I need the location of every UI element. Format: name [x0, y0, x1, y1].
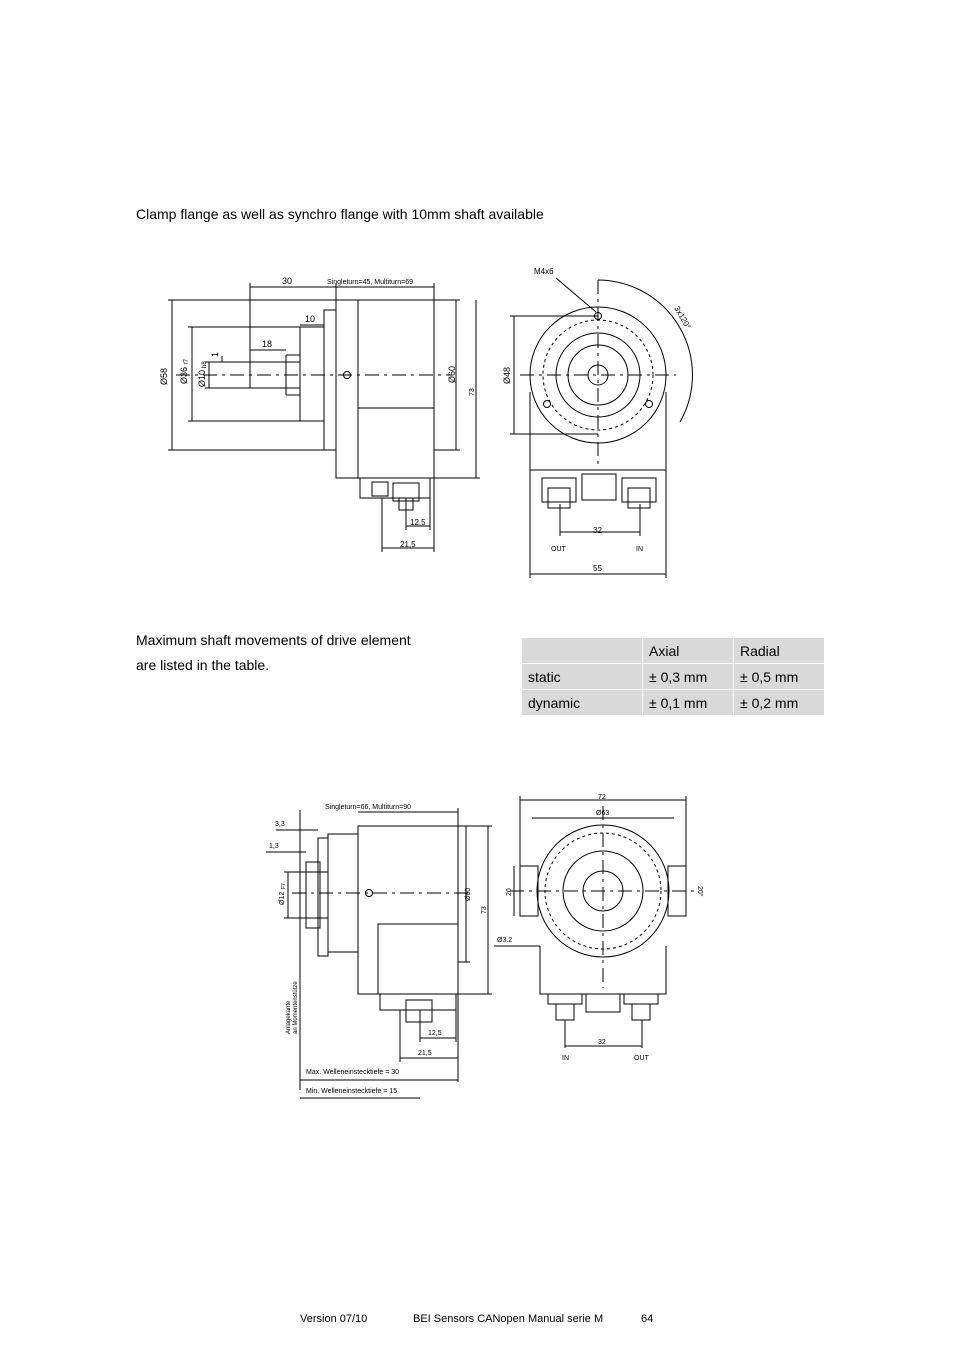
d2-dim-d12-tol: F7 [281, 883, 287, 889]
d1-dim-1: 1 [210, 352, 220, 357]
drawing2-side-view [266, 808, 492, 1099]
d2-dim-32: 32 [598, 1039, 606, 1046]
d1-dim-d36-tol: f7 [184, 358, 190, 364]
shaft-text-line-1: Maximum shaft movements of drive element [136, 632, 411, 648]
d2-label-out: OUT [634, 1055, 650, 1062]
table-row: dynamic ± 0,1 mm ± 0,2 mm [521, 689, 825, 716]
d2-dim-d60: Ø60 [465, 888, 472, 901]
table-cell: ± 0,2 mm [733, 689, 825, 716]
d1-dim-d60: Ø60 [447, 366, 457, 383]
d2-vertical-note-2: an Momentenstütze [293, 981, 299, 1034]
d1-dim-32: 32 [593, 526, 602, 535]
shaft-movement-table: Axial Radial static ± 0,3 mm ± 0,5 mm dy… [521, 637, 825, 716]
d2-dim-d3-2: Ø3.2 [497, 937, 512, 944]
d2-dim-72: 72 [598, 794, 606, 801]
d2-angle: 20° [696, 886, 704, 897]
d1-dim-12-5: 12,5 [410, 518, 426, 527]
d1-dim-73: 73 [469, 388, 476, 396]
footer-manual: BEI Sensors CANopen Manual serie M [413, 1313, 604, 1325]
d1-dim-d48: Ø48 [502, 367, 512, 384]
d2-dim-20: 20 [506, 888, 513, 896]
d1-dim-d10-tol: h8 [202, 361, 208, 368]
d2-dim-21-5: 21,5 [418, 1050, 432, 1057]
drawing2-front-view [494, 796, 696, 1048]
table-cell: ± 0,5 mm [733, 663, 825, 690]
d1-dim-18: 18 [262, 339, 272, 349]
d2-dim-1-3: 1,3 [269, 843, 279, 850]
intro-text: Clamp flange as well as synchro flange w… [136, 206, 544, 222]
d1-dim-21-5: 21,5 [400, 540, 416, 549]
d2-dim-length: Singleturn=66, Multiturn=90 [325, 804, 411, 811]
drawing1-front-view [510, 277, 693, 578]
d1-dim-length: Singleturn=45, Multiturn=69 [327, 279, 413, 286]
table-row: static ± 0,3 mm ± 0,5 mm [521, 663, 825, 690]
footer-page-number: 64 [641, 1313, 654, 1325]
table-cell: dynamic [521, 689, 643, 716]
table-cell: ± 0,1 mm [642, 689, 734, 716]
table-cell: ± 0,3 mm [642, 663, 734, 690]
d1-dim-55: 55 [593, 564, 602, 573]
d1-angle: 3x120° [672, 305, 692, 331]
d1-label-out: OUT [551, 546, 567, 553]
drawing1-side-view [168, 283, 480, 552]
d1-dim-d36: Ø36 [179, 367, 189, 384]
d1-dim-d58: Ø58 [159, 368, 169, 385]
footer-version: Version 07/10 [300, 1313, 368, 1325]
d2-max-depth: Max. Welleneinstecktiefe = 30 [306, 1069, 399, 1076]
d2-dim-12-5: 12,5 [428, 1030, 442, 1037]
d1-dim-30: 30 [282, 276, 292, 286]
table-header-row: Axial Radial [521, 637, 825, 664]
d1-label-in: IN [636, 546, 643, 553]
table-header-cell: Radial [733, 637, 825, 664]
table-header-cell: Axial [642, 637, 734, 664]
d2-dim-3-3: 3,3 [275, 821, 285, 828]
d2-dim-d12: Ø12 [279, 892, 286, 905]
d2-dim-d63: Ø63 [596, 810, 609, 817]
d1-thread: M4x6 [534, 267, 554, 276]
table-header-cell [521, 637, 643, 664]
shaft-movement-text: Maximum shaft movements of drive element… [136, 628, 411, 678]
shaft-text-line-2: are listed in the table. [136, 657, 270, 673]
d1-dim-d10: Ø10 [197, 370, 207, 387]
d2-label-in: IN [562, 1055, 569, 1062]
d2-vertical-note-1: Anlagekante [286, 1000, 292, 1034]
d1-dim-10: 10 [305, 314, 315, 324]
d2-dim-73: 73 [481, 906, 488, 914]
table-cell: static [521, 663, 643, 690]
d2-min-depth: Min. Welleneinstecktiefe = 15 [306, 1088, 397, 1095]
